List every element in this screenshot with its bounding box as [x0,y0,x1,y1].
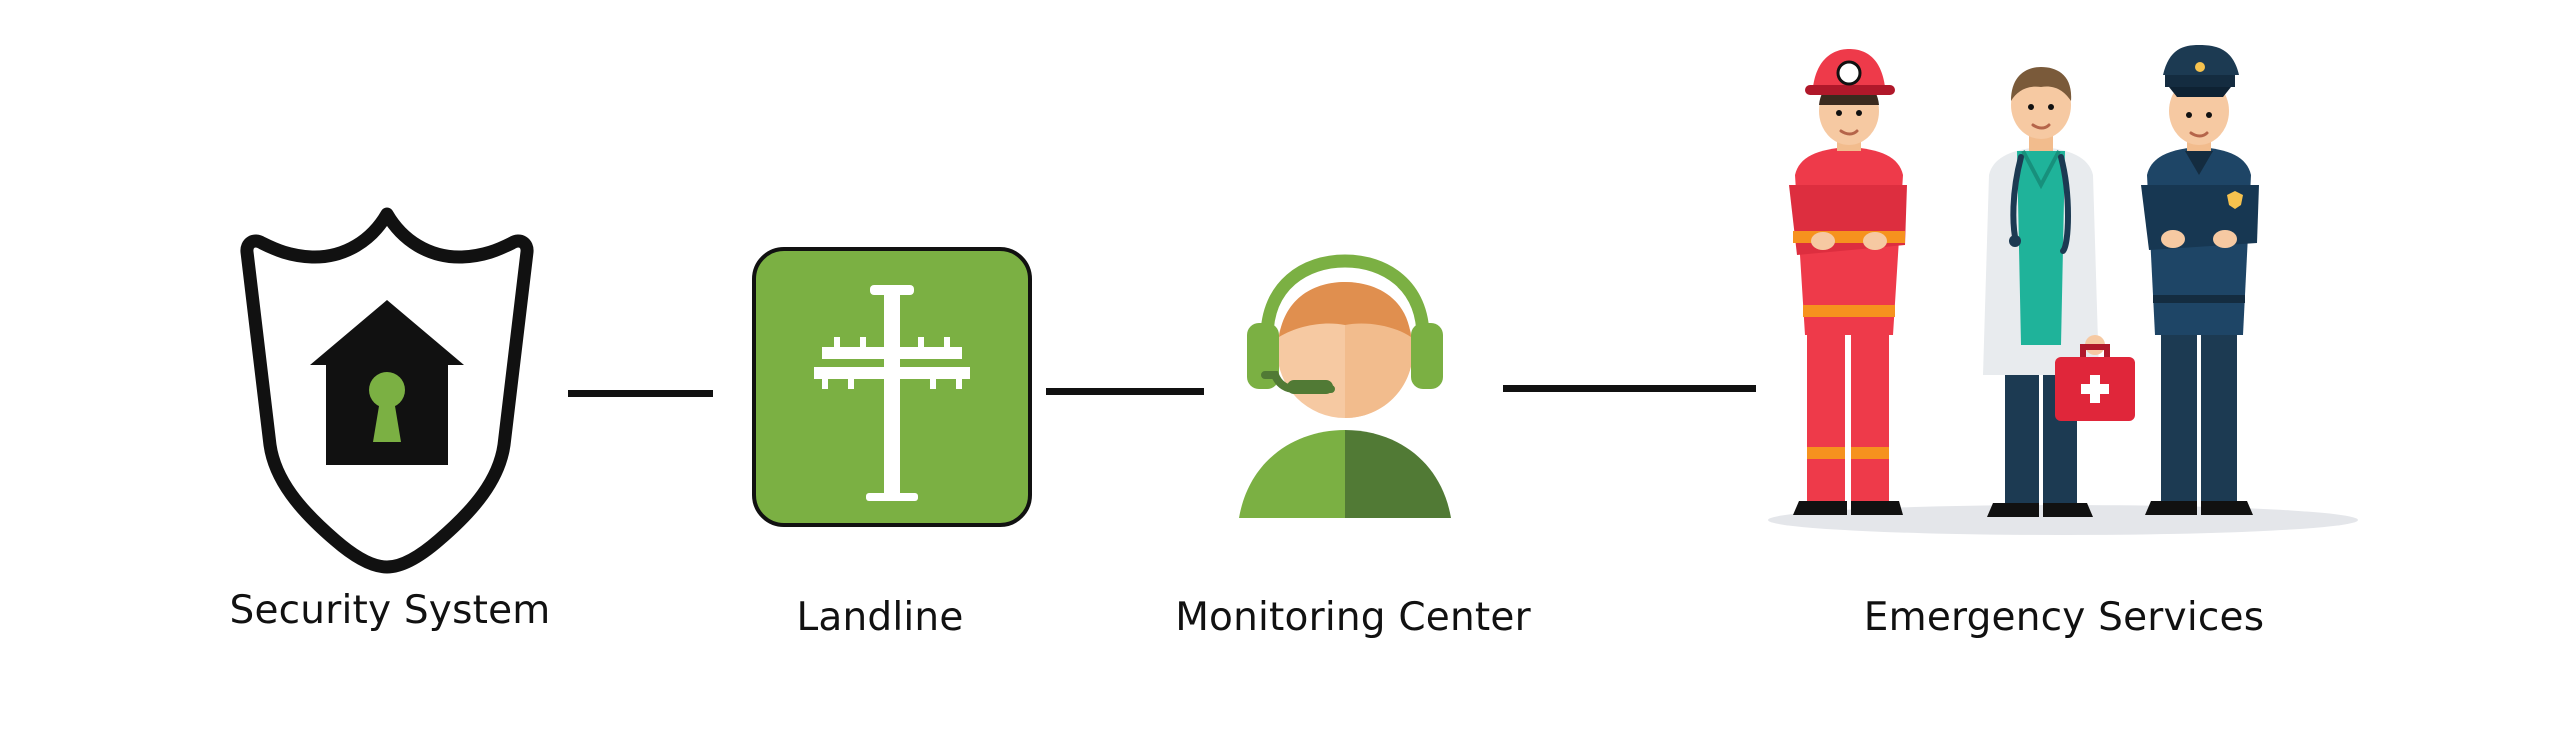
connector-monitoring-to-emergency [1503,385,1756,392]
monitoring-center-node [1235,254,1455,520]
headset-operator-icon [1239,254,1451,518]
security-system-label: Security System [229,588,551,633]
landline-node [752,247,1032,527]
connector-security-to-landline [568,390,713,397]
landline-label: Landline [796,595,964,640]
connector-landline-to-monitoring [1046,388,1204,395]
emergency-services-label: Emergency Services [1863,595,2265,640]
shield-house-keyhole-icon [240,207,534,574]
security-system-node [240,207,535,574]
monitoring-center-label: Monitoring Center [1175,595,1531,640]
firefighter-doctor-police-icon [1768,45,2358,535]
utility-pole-icon [752,247,1032,527]
firefighter-figure [1789,49,1907,515]
police-officer-figure [2141,45,2259,515]
emergency-services-node [1765,45,2360,540]
doctor-figure [1983,67,2135,517]
